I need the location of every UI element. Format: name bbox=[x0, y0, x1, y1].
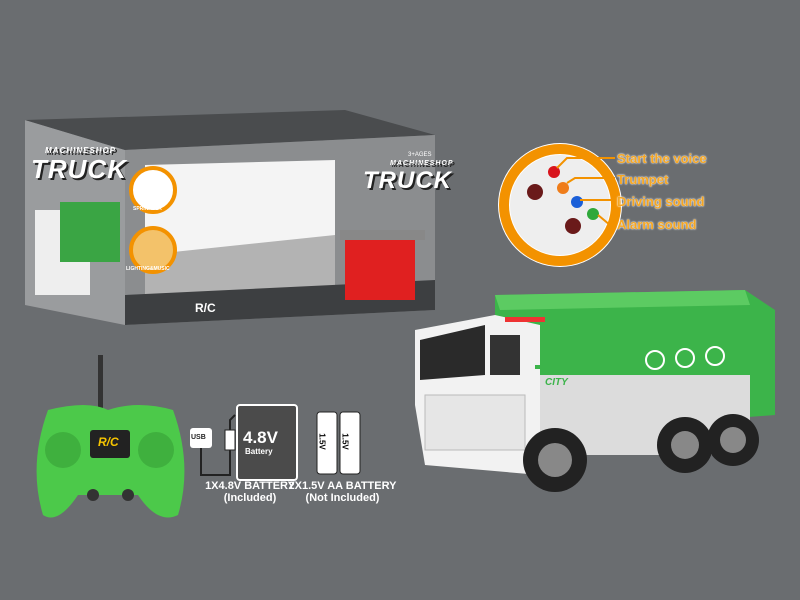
label-alarm-sound: Alarm sound bbox=[617, 217, 697, 232]
battery-caption-line1: 1X4.8V BATTERY bbox=[205, 480, 295, 492]
usb-label: USB bbox=[191, 434, 206, 441]
aa-cell-1-label: 1.5V bbox=[317, 433, 327, 450]
aa-batteries bbox=[316, 411, 361, 475]
button-orange bbox=[557, 182, 569, 194]
box-brand-small-right: MACHINESHOP bbox=[390, 160, 454, 167]
aa-caption-line1: 2X1.5V AA BATTERY bbox=[288, 480, 397, 492]
box-brand-right: TRUCK bbox=[363, 167, 452, 194]
box-shape bbox=[25, 110, 435, 325]
box-brand-small-left: MACHINESHOP bbox=[45, 146, 117, 155]
aa-caption: 2X1.5V AA BATTERY (Not Included) bbox=[285, 480, 400, 504]
remote-label: R/C bbox=[98, 435, 119, 449]
box-brand-left: TRUCK bbox=[31, 154, 127, 184]
aa-cell-2-label: 1.5V bbox=[340, 433, 350, 450]
aa-caption-line2: (Not Included) bbox=[305, 492, 380, 504]
garbage-truck: CITY bbox=[405, 285, 780, 500]
remote-shape bbox=[36, 355, 185, 518]
callout-lines bbox=[556, 157, 615, 226]
product-box: MACHINESHOP TRUCK MACHINESHOP TRUCK 3+AG… bbox=[25, 110, 453, 330]
button-dark-1 bbox=[527, 184, 543, 200]
box-feature-lighting: LIGHTING&MUSIC bbox=[126, 266, 170, 272]
label-start-voice: Start the voice bbox=[617, 151, 707, 166]
battery-name: Battery bbox=[245, 447, 273, 456]
button-red bbox=[548, 166, 560, 178]
battery-caption-1: 1X4.8V BATTERY (Included) bbox=[195, 480, 305, 504]
box-rc: R/C bbox=[195, 301, 216, 315]
usb-plug-icon bbox=[190, 428, 212, 448]
callout-circle bbox=[498, 143, 622, 267]
box-age: 3+AGES bbox=[408, 152, 432, 158]
remote-control: R/C bbox=[28, 355, 193, 525]
battery-caption-line2: (Included) bbox=[223, 492, 277, 504]
truck-shape bbox=[415, 290, 775, 492]
battery-voltage: 4.8V bbox=[243, 428, 278, 447]
sound-buttons-callout bbox=[495, 140, 625, 270]
truck-door-text: CITY bbox=[545, 377, 568, 388]
box-feature-sprinkler: SPRINKLER bbox=[133, 206, 162, 212]
label-driving-sound: Driving sound bbox=[617, 194, 705, 209]
button-dark-2 bbox=[565, 218, 581, 234]
label-trumpet: Trumpet bbox=[617, 172, 669, 187]
button-green bbox=[587, 208, 599, 220]
battery-pack bbox=[190, 404, 298, 481]
